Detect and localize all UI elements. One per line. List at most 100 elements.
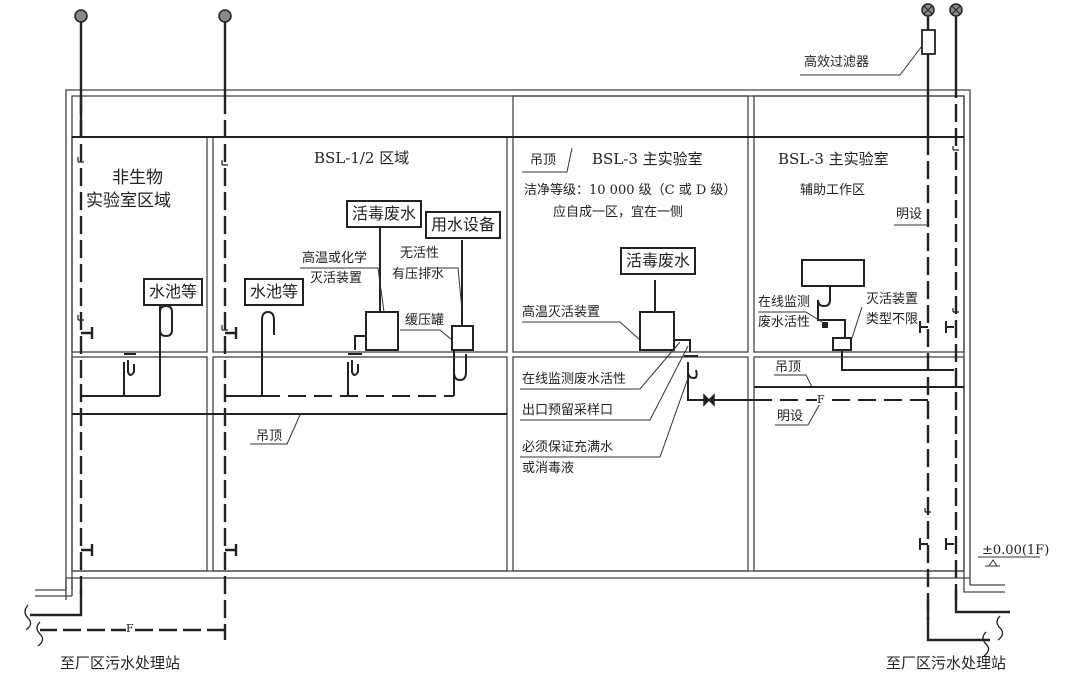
bsl3-inactivation-unit (639, 311, 675, 351)
sink-box-1: 水池等 (143, 278, 204, 306)
label-exposed-aux: 明设 (896, 207, 923, 222)
aux-cleanout-3 (919, 538, 928, 550)
cleanout-2b (225, 544, 238, 556)
cleanout-1b (81, 544, 94, 556)
pipe-marker-6 (952, 308, 959, 313)
nonbio-floor-drain-trap (123, 353, 136, 396)
label-high-temp-inactivation: 高温灭活装置 (522, 305, 601, 320)
bsl3-floor-trap (684, 355, 698, 380)
leader-no-activity (428, 267, 463, 311)
break-mark-4 (982, 631, 990, 657)
room-aux-attic (753, 95, 965, 138)
zone-bsl3-main-desc1: 洁净等级：10 000 级（C 或 D 级） (524, 183, 737, 198)
break-mark-1 (24, 604, 32, 631)
live-waste-box-2: 活毒废水 (620, 247, 697, 275)
pipe-mark-f-aux: F (817, 393, 825, 406)
label-ceiling-bsl3: 吊顶 (530, 153, 557, 168)
cleanout-1a (81, 327, 94, 339)
pipe-marker-7 (924, 508, 931, 513)
zone-bsl3-main-desc2: 应自成一区，宜在一侧 (553, 205, 684, 220)
sink-box-2: 水池等 (244, 278, 305, 306)
room-bsl3-bot (512, 356, 749, 572)
label-sample-port: 出口预留采样口 (522, 403, 614, 418)
water-equipment-box: 用水设备 (425, 211, 502, 239)
floor-level-mark (978, 556, 1040, 567)
vent-cap-2 (218, 9, 232, 23)
leader-sample (520, 345, 689, 421)
leader-high-temp (522, 321, 641, 341)
pipe-marker-2 (221, 160, 228, 166)
bsl12-buffer-tank (451, 325, 474, 351)
label-inactivation-1b: 灭活装置 (310, 271, 363, 286)
break-mark-2 (36, 621, 44, 647)
label-to-plant-left: 至厂区污水处理站 (60, 654, 181, 672)
vent-cap-right-1 (921, 3, 935, 17)
label-no-activity-2: 有压排水 (392, 267, 445, 282)
outlet-pipe-right-2 (954, 590, 1010, 614)
pipe-mark-f-left: F (126, 622, 134, 635)
label-no-activity-1: 无活性 (400, 246, 440, 261)
live-waste-box-1: 活毒废水 (346, 200, 423, 228)
cleanout-2a (225, 327, 238, 339)
label-trap-water-1: 必须保证充满水 (522, 440, 614, 455)
aux-inactivation-unit (832, 337, 852, 351)
leader-ceiling-1 (250, 414, 301, 445)
label-to-plant-right: 至厂区污水处理站 (886, 654, 1007, 672)
label-buffer-tank: 缓压罐 (405, 313, 445, 328)
aux-unit-drop (841, 350, 954, 371)
leader-inactivation-1 (300, 267, 385, 313)
label-floor-level: ±0.00(1F) (982, 543, 1050, 558)
ground-right-step (963, 580, 1005, 593)
room-bsl12-mid (212, 356, 508, 415)
label-ceiling-aux: 吊顶 (775, 360, 802, 375)
zone-bsl3-aux-subtitle: 辅助工作区 (800, 183, 866, 198)
room-nonbio-mid (71, 356, 208, 415)
bsl12-buffer-trap (453, 350, 467, 382)
leader-ceiling-bsl3 (522, 147, 573, 173)
leader-trap-water (520, 377, 689, 458)
aux-cleanout-4 (945, 538, 954, 550)
pipe-marker-3 (77, 315, 84, 321)
building-inner-wall (71, 95, 965, 590)
leader-exposed-pipe (775, 399, 823, 426)
zone-nonbio-line2: 实验室区域 (86, 191, 171, 211)
bsl12-inactivator-outlet (354, 335, 366, 350)
leader-hepa (800, 45, 923, 76)
nonbio-sink-trap (159, 300, 173, 338)
label-aux-monitor-1: 在线监测 (758, 295, 811, 310)
aux-cleanout-1 (919, 321, 928, 333)
label-exposed-pipe: 明设 (777, 409, 804, 424)
label-online-monitor: 在线监测废水活性 (522, 372, 627, 387)
pipe-marker-5 (952, 146, 959, 151)
label-aux-inactivation-2: 类型不限 (866, 312, 919, 327)
outlet-pipe-right-1 (926, 600, 990, 642)
building-outer-wall (65, 89, 971, 600)
label-aux-inactivation-1: 灭活装置 (866, 292, 919, 307)
ground-left-step (35, 578, 73, 597)
zone-nonbio-line1: 非生物 (112, 168, 163, 188)
label-ceiling-1: 吊顶 (256, 429, 283, 444)
zone-bsl3-main-title: BSL-3 主实验室 (592, 150, 703, 168)
leader-aux-monitor (758, 311, 823, 323)
aux-waste-tank-box (801, 259, 865, 287)
vent-cap-right-2 (949, 3, 963, 17)
bsl12-sink-trap (261, 310, 275, 335)
aux-tank-trap (817, 285, 836, 321)
bsl12-floor-drain (347, 353, 362, 396)
leader-buffer (400, 329, 453, 341)
hepa-filter-box (921, 29, 936, 55)
outlet-pipe-left-1 (30, 590, 83, 617)
bsl3-outlet-pipe (687, 370, 704, 401)
zone-bsl3-aux-title: BSL-3 主实验室 (778, 150, 889, 168)
label-trap-water-2: 或消毒液 (522, 461, 575, 476)
bsl3-unit-outlet (673, 339, 691, 352)
leader-monitor (520, 341, 681, 390)
room-bsl3-attic (512, 95, 749, 138)
break-mark-3 (996, 615, 1004, 641)
bsl3-valve (703, 393, 715, 407)
label-aux-monitor-2: 废水活性 (758, 315, 811, 330)
zone-bsl12-title: BSL-1/2 区域 (314, 149, 410, 167)
label-inactivation-1a: 高温或化学 (302, 251, 368, 266)
